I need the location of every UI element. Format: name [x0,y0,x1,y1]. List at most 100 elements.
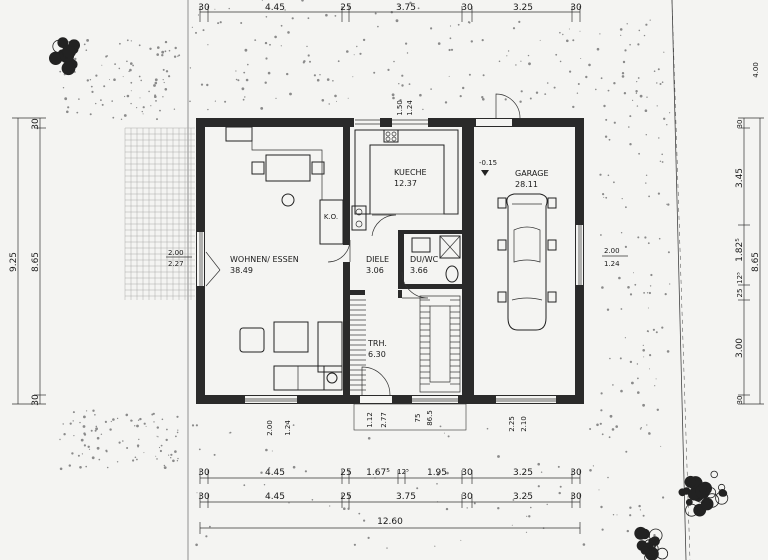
dim-top-3: 3.75 [396,3,416,13]
dim-left-top-wall: 30 [31,118,41,130]
exterior-walls [196,118,584,404]
shower [439,235,461,259]
terrace-door [205,251,221,287]
dining-table [265,154,311,182]
dim-line-left: 9.25 8.65 30 30 [9,117,46,406]
label-door2: 2.77 [380,412,388,428]
dim-b1-4: 12⁵ [397,468,409,476]
kitchen-counter [354,129,459,215]
room-name-wohnen: WOHNEN/ ESSEN [230,255,299,264]
dim-b1-5: 1.95 [427,468,447,478]
dim-left-bottom-wall: 30 [31,394,41,406]
coffee-table [273,321,309,353]
room-name-kueche: KUECHE [394,168,427,177]
property-line [671,0,687,560]
tree-icon [49,37,80,76]
dim-line-right: 4.00 30 3.45 1.82⁵ 12⁵ 25 3.00 30 8.65 [735,62,764,404]
dim-b2-5: 3.25 [513,492,533,502]
room-area-wohnen: 38.49 [230,266,253,275]
dim-top-5: 3.25 [513,3,533,13]
dim-top-1: 4.45 [265,3,285,13]
dim-left-inner: 8.65 [31,252,41,272]
dim-b1-3: 1.67⁵ [366,468,390,478]
dim-b1-7: 3.25 [513,468,533,478]
cabinet-ko [319,199,344,245]
door-kueche [371,214,397,237]
dim-b2-1: 4.45 [265,492,285,502]
room-labels: WOHNEN/ ESSEN 38.49 KUECHE 12.37 DIELE 3… [230,168,549,359]
dim-right-300: 3.00 [735,338,745,358]
label-win-left1: 2.00 [168,249,184,257]
door-entry [361,366,391,396]
dim-b1-1: 4.45 [265,468,285,478]
dim-right-125: 12⁵ [736,272,744,284]
tree-icon [678,470,729,517]
door-wc [401,271,429,299]
dim-right-4: 4.00 [752,62,760,78]
dim-right-345: 3.45 [735,168,745,188]
washbasin [411,237,431,253]
dim-b1-2: 25 [340,468,351,478]
label-win-bl1: 2.00 [266,420,274,436]
dim-left-total: 9.25 [9,252,19,272]
label-win-right2: 1.24 [604,260,620,268]
dim-b1-0: 30 [198,468,210,478]
armchair [239,327,265,353]
dim-top-2: 25 [340,3,351,13]
label-ko: K.O. [324,213,338,221]
room-name-duwc: DU/WC [410,255,439,264]
dim-b2-4: 30 [461,492,473,502]
level-marker [481,170,489,176]
hob [383,129,399,143]
dim-top-0: 30 [198,3,210,13]
label-gdoor1: 2.25 [508,416,516,432]
car [506,193,548,331]
entry-landing [353,403,467,431]
doors [205,93,521,396]
fridge [351,205,367,231]
dim-b2-2: 25 [340,492,351,502]
tree-icon [634,526,669,560]
room-area-trh: 6.30 [368,350,386,359]
dim-line-bottom-2: 30 4.45 25 3.75 30 3.25 30 [198,492,582,508]
windows [199,119,582,402]
room-name-garage: GARAGE [515,169,549,178]
dim-top-4: 30 [461,3,473,13]
toilet [445,265,459,283]
dim-b2-6: 30 [570,492,582,502]
room-name-diele: DIELE [366,255,389,264]
dim-right-1825: 1.82⁵ [735,238,745,262]
label-win-bl2: 1.24 [284,420,292,436]
label-win-top: 1.50 [396,100,404,116]
sofa-side [317,321,343,373]
room-name-trh: TRH. [367,339,387,348]
room-area-garage: 28.11 [515,180,538,189]
annotations: 1.50 1.24 -0.15 2.00 2.27 2.00 1.24 2.00… [166,100,628,436]
door-wohnen [327,239,351,263]
label-win-top2: 1.24 [406,100,414,116]
dim-right-25: 25 [736,289,744,298]
trees [49,37,729,560]
interior-walls [343,127,464,395]
dim-right-865: 8.65 [751,252,761,272]
room-area-duwc: 3.66 [410,266,428,275]
dim-right-wall-bottom: 30 [736,396,744,405]
door-garage-rear [495,93,521,119]
label-door4: 86.5 [426,410,434,426]
dim-b1-6: 30 [461,468,473,478]
room-area-diele: 3.06 [366,266,384,275]
label-win-right1: 2.00 [604,247,620,255]
label-door3: 75 [414,414,422,423]
terrace-hatch [124,127,195,300]
dim-line-top: 30 4.45 25 3.75 30 3.25 30 [198,3,582,22]
dim-b2-3: 3.75 [396,492,416,502]
staircase [350,295,461,393]
label-door1: 1.12 [366,412,374,428]
dim-b2-0: 30 [198,492,210,502]
dim-total: 12.60 [377,517,403,527]
dim-b1-8: 30 [570,468,582,478]
label-win-left2: 2.27 [168,260,184,268]
dim-top-6: 30 [570,3,582,13]
furniture: K.O. [225,126,557,393]
